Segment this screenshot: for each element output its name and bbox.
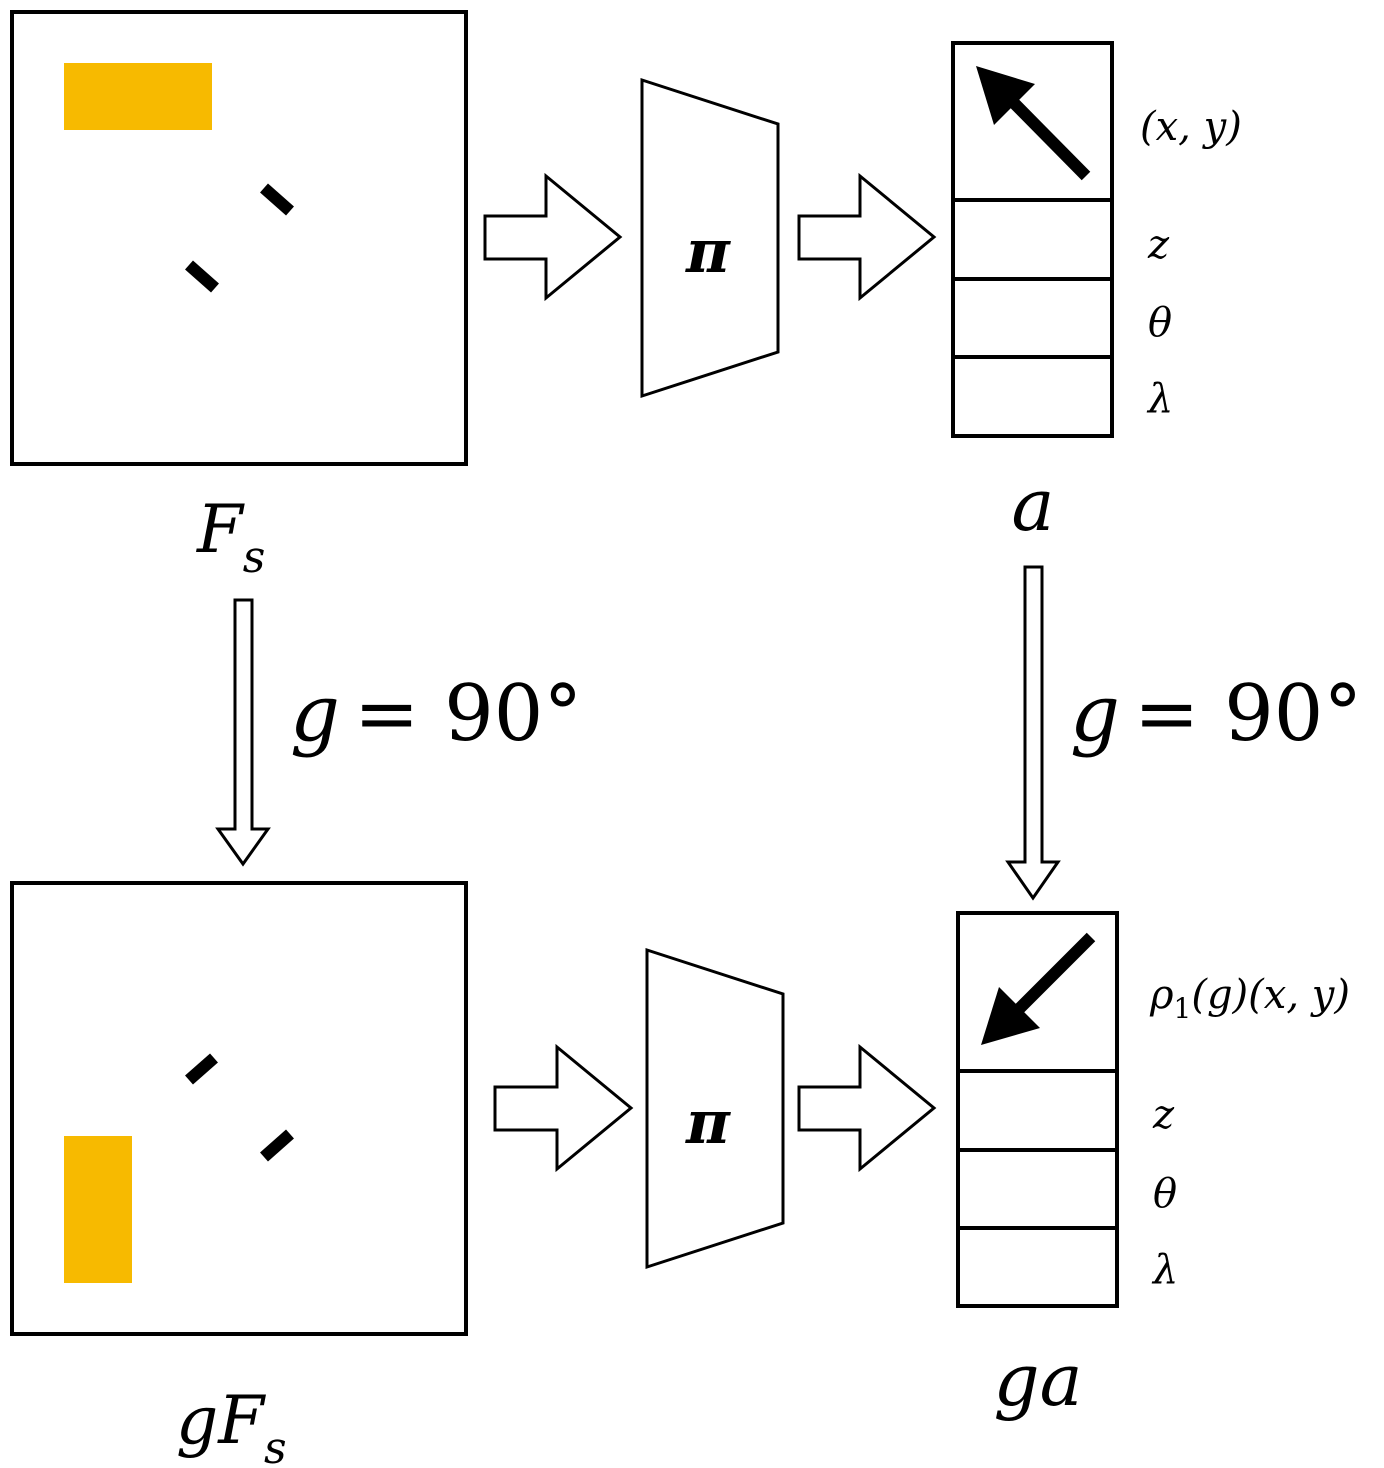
bottom-slot-label-z: z <box>1152 1092 1175 1138</box>
top-output-label: a <box>1012 463 1055 547</box>
top-policy-symbol: π <box>685 217 731 287</box>
bottom-policy-symbol: π <box>685 1088 731 1158</box>
bottom-gripper-finger <box>185 1053 218 1085</box>
right-transform-label: g= 90° <box>1070 669 1362 759</box>
bottom-object-block <box>64 1136 132 1283</box>
top-gripper-finger <box>260 183 294 216</box>
bottom-action-vector <box>956 911 1119 1308</box>
bottom-slot-label-lambda: λ <box>1151 1247 1178 1293</box>
bottom-output-label: ga <box>993 1338 1082 1422</box>
top-gripper-finger <box>185 260 219 293</box>
bottom-xy-arrowhead <box>981 987 1040 1045</box>
top-arrow-to-action <box>797 172 937 302</box>
top-input-label: Fs <box>196 491 265 583</box>
top-slot-label-z: z <box>1147 222 1170 268</box>
top-object-block <box>64 63 212 130</box>
top-slot-label-theta: θ <box>1148 300 1172 346</box>
left-transform-label: g= 90° <box>290 669 582 759</box>
bottom-slot-label-xy: ρ1(g)(x, y) <box>1149 972 1350 1025</box>
top-action-vector <box>951 41 1114 438</box>
bottom-policy-network <box>645 947 785 1270</box>
bottom-observation-panel <box>10 881 468 1336</box>
top-xy-direction-arrow <box>1005 94 1091 181</box>
bottom-arrow-to-policy <box>493 1043 634 1173</box>
bottom-gripper-finger <box>260 1129 294 1162</box>
top-policy-network <box>640 77 780 399</box>
right-transform-arrow <box>1005 565 1061 901</box>
left-transform-arrow <box>215 598 271 867</box>
bottom-slot-label-theta: θ <box>1153 1171 1177 1217</box>
bottom-arrow-to-action <box>797 1043 937 1173</box>
top-slot-label-xy: (x, y) <box>1140 104 1242 150</box>
bottom-input-label: gFs <box>176 1382 287 1468</box>
top-observation-panel <box>10 10 468 466</box>
top-xy-arrowhead <box>976 66 1035 125</box>
bottom-xy-direction-arrow <box>1010 932 1096 1018</box>
top-arrow-to-policy <box>483 172 623 302</box>
top-slot-label-lambda: λ <box>1146 376 1173 422</box>
